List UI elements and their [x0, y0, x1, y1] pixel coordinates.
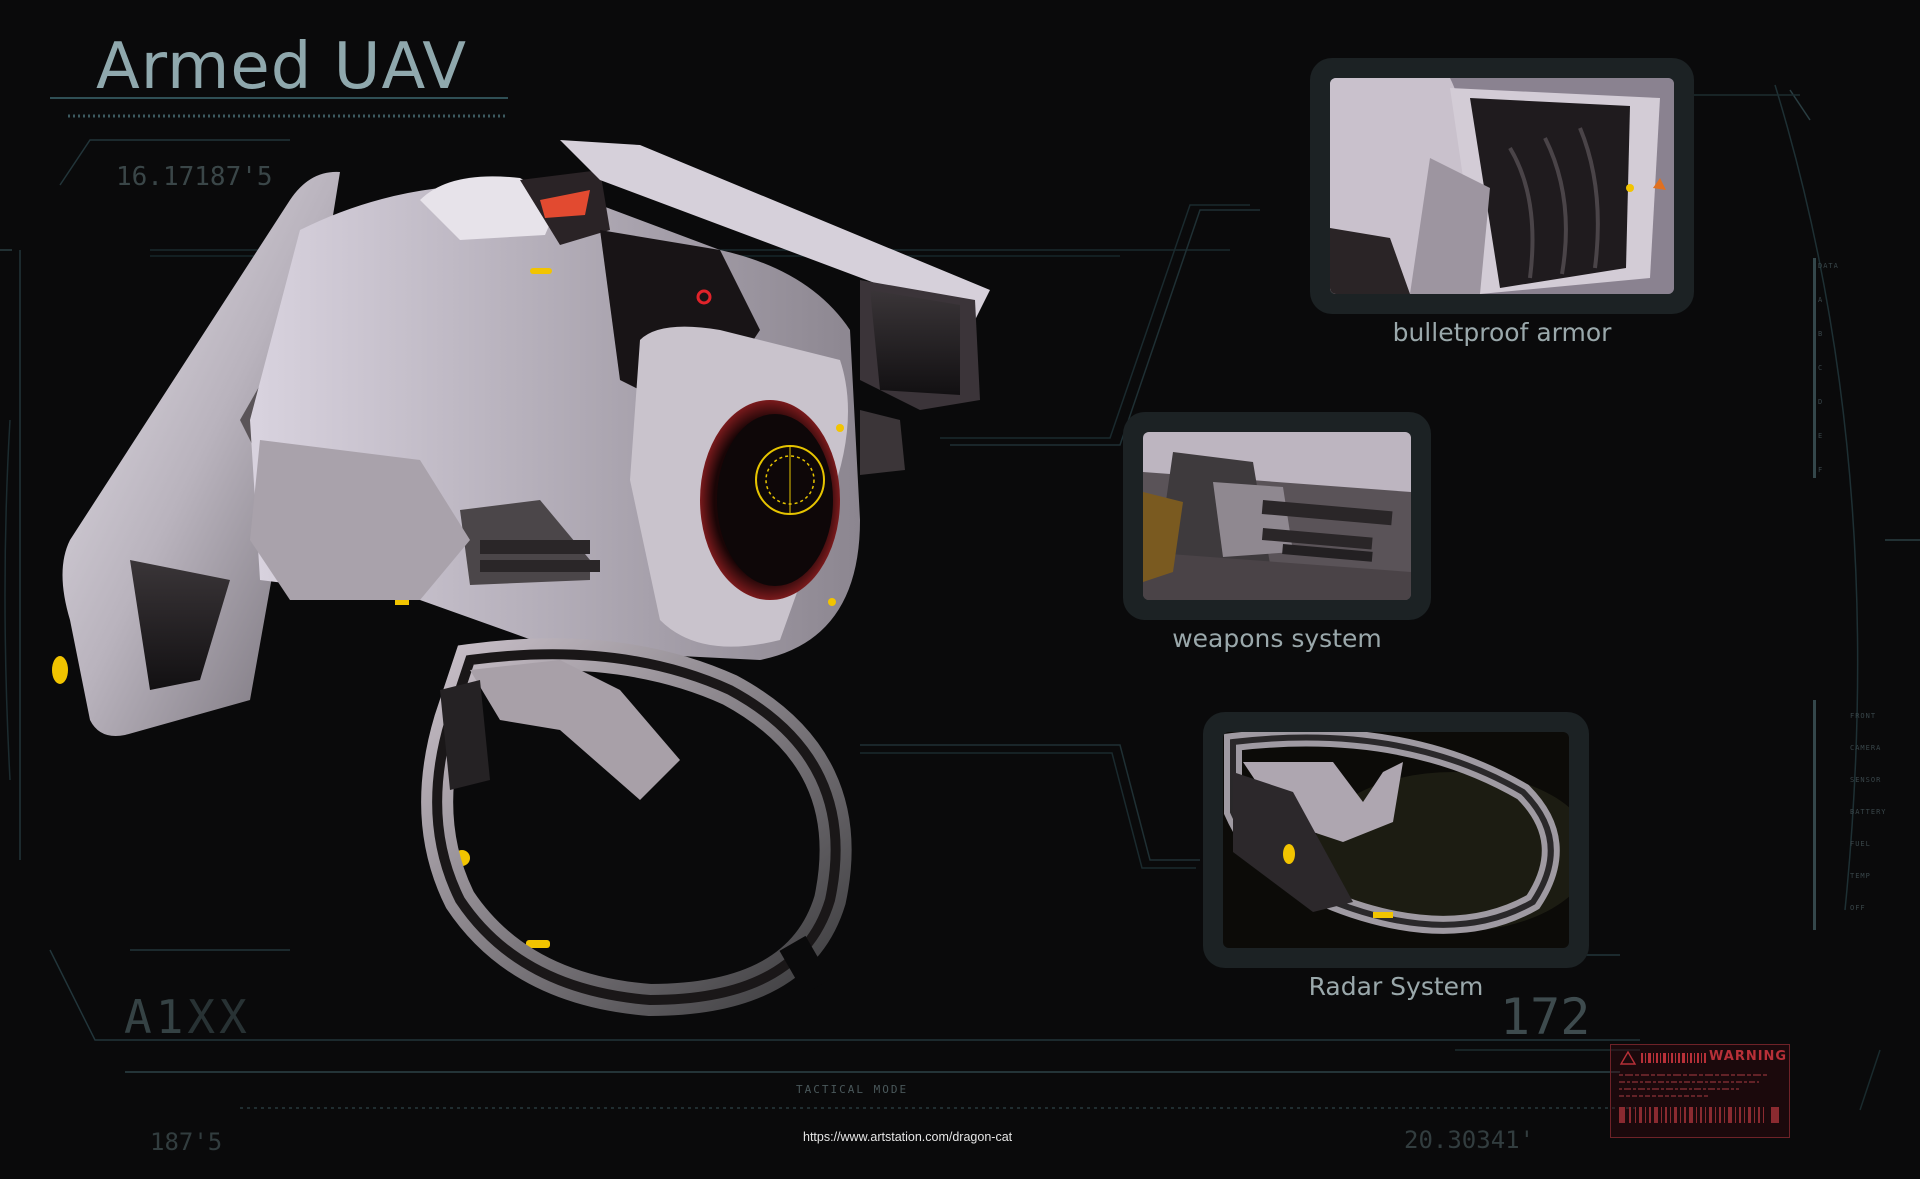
- radar-closeup-image: [1223, 732, 1569, 948]
- hud-side-label: A: [1818, 296, 1824, 304]
- caption-radar-system: Radar System: [1308, 972, 1484, 1001]
- tactical-mode-label: TACTICAL MODE: [796, 1083, 909, 1096]
- coordinate-bottom-left: 187'5: [150, 1128, 223, 1156]
- warning-label-box: WARNING: [1610, 1044, 1790, 1138]
- hud-side-label: C: [1818, 364, 1824, 372]
- warning-text: WARNING: [1709, 1049, 1788, 1064]
- hud-side-label: FRONT: [1850, 712, 1877, 720]
- hud-side-label: TEMP: [1850, 872, 1871, 880]
- hud-side-label: FUEL: [1850, 840, 1871, 848]
- number-bottom-right: 172: [1500, 988, 1591, 1046]
- detail-panel-radar: [1203, 712, 1589, 968]
- hud-side-label: F: [1818, 466, 1824, 474]
- warning-barcode-bottom: [1619, 1107, 1779, 1123]
- armor-closeup-image: [1330, 78, 1674, 294]
- hud-side-label: E: [1818, 432, 1824, 440]
- hud-side-label: OFF: [1850, 904, 1866, 912]
- hud-side-label: B: [1818, 330, 1824, 338]
- hud-side-label: DATA: [1818, 262, 1839, 270]
- caption-bulletproof-armor: bulletproof armor: [1392, 318, 1612, 347]
- caption-weapons-system: weapons system: [1172, 624, 1382, 653]
- code-bottom-left: A1XX: [124, 990, 251, 1044]
- warning-barcode: [1619, 1051, 1706, 1065]
- hud-side-label: BATTERY: [1850, 808, 1887, 816]
- code-secondary: XX: [187, 990, 251, 1044]
- hud-side-label: SENSOR: [1850, 776, 1882, 784]
- coordinate-top-left: 16.17187'5: [116, 162, 273, 192]
- hud-side-label: D: [1818, 398, 1824, 406]
- credit-url[interactable]: https://www.artstation.com/dragon-cat: [803, 1130, 1013, 1144]
- hud-side-label: CAMERA: [1850, 744, 1882, 752]
- detail-panel-armor: [1310, 58, 1694, 314]
- code-primary: A1: [124, 990, 188, 1044]
- coordinate-bottom-right: 20.30341': [1404, 1126, 1535, 1154]
- warning-fine-print: [1619, 1074, 1769, 1097]
- weapons-closeup-image: [1143, 432, 1411, 600]
- page-title: Armed UAV: [96, 30, 467, 104]
- detail-panel-weapons: [1123, 412, 1431, 620]
